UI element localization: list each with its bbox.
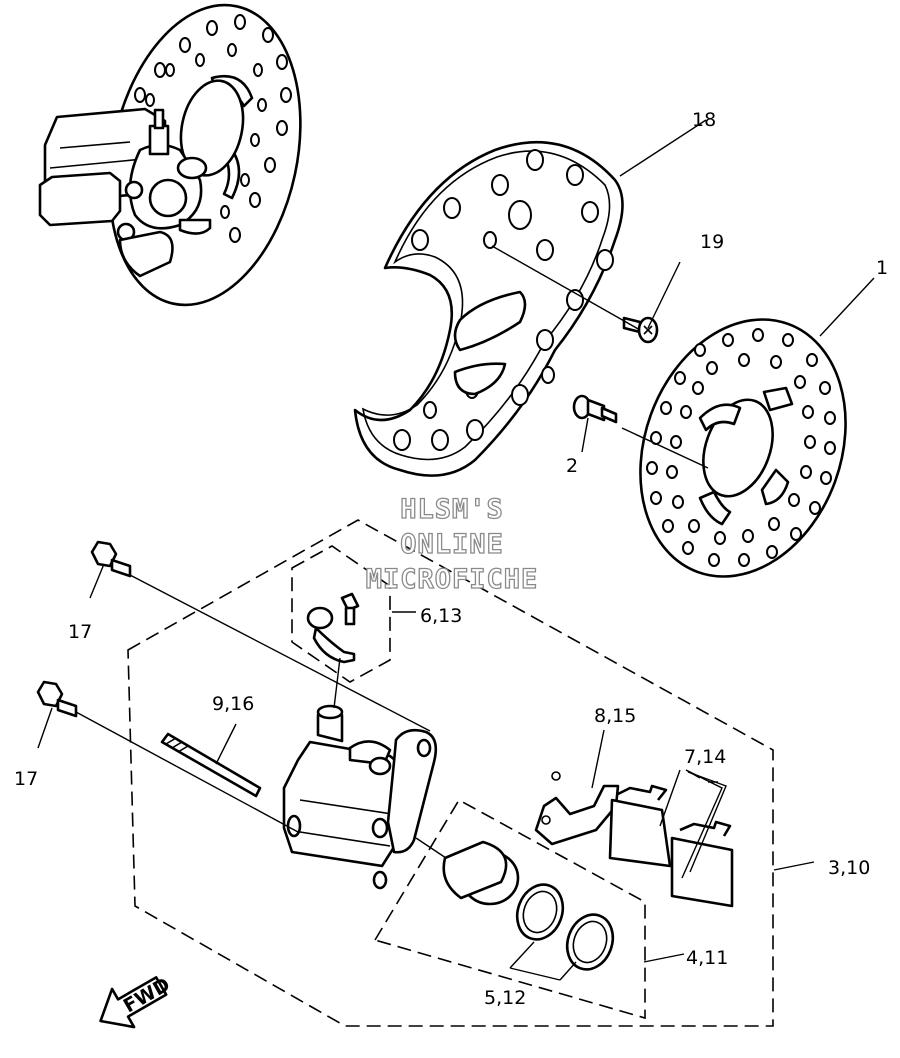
watermark-line-3: MICROFICHE bbox=[366, 564, 539, 595]
caliper-body bbox=[282, 704, 438, 890]
piston-seals bbox=[515, 883, 615, 971]
disc-bolt bbox=[572, 394, 618, 424]
label-caliper-assy: 3,10 bbox=[828, 857, 870, 879]
brake-disc bbox=[639, 318, 847, 578]
guard-screw bbox=[622, 316, 659, 344]
label-bleed-screw: 6,13 bbox=[420, 605, 462, 627]
inset-assembled-caliper bbox=[38, 3, 302, 307]
kit-outlines bbox=[127, 519, 774, 1027]
watermark-line-2: ONLINE bbox=[400, 529, 504, 560]
label-bolt-lower: 17 bbox=[14, 768, 38, 790]
label-pin: 9,16 bbox=[212, 693, 254, 715]
leader-lines bbox=[37, 119, 875, 981]
label-disc-bolt: 2 bbox=[566, 455, 578, 477]
fwd-arrow-icon: FWD bbox=[99, 973, 174, 1029]
bleed-screw bbox=[306, 592, 360, 664]
watermark-line-1: HLSM'S bbox=[400, 494, 504, 525]
label-disc: 1 bbox=[876, 257, 888, 279]
label-pad-kit: 7,14 bbox=[684, 746, 726, 768]
bolt-lower bbox=[36, 680, 78, 718]
label-seal-kit: 4,11 bbox=[686, 947, 728, 969]
pad-kit bbox=[608, 784, 734, 908]
label-bolt-upper: 17 bbox=[68, 621, 92, 643]
watermark: HLSM'S ONLINE MICROFICHE bbox=[365, 493, 539, 595]
label-pad-support: 8,15 bbox=[594, 705, 636, 727]
fwd-label: FWD bbox=[120, 973, 174, 1017]
piston bbox=[442, 840, 520, 906]
label-guard-screw: 19 bbox=[700, 231, 724, 253]
label-piston-seal: 5,12 bbox=[484, 987, 526, 1009]
bolt-upper bbox=[90, 540, 132, 578]
slide-pin bbox=[160, 732, 262, 798]
label-disc-guard: 18 bbox=[692, 109, 716, 131]
pad-support bbox=[534, 771, 620, 846]
callouts: 18 19 1 2 6,13 17 9,16 8,15 7,14 17 3,10… bbox=[14, 109, 888, 1009]
disc-guard bbox=[353, 140, 624, 477]
